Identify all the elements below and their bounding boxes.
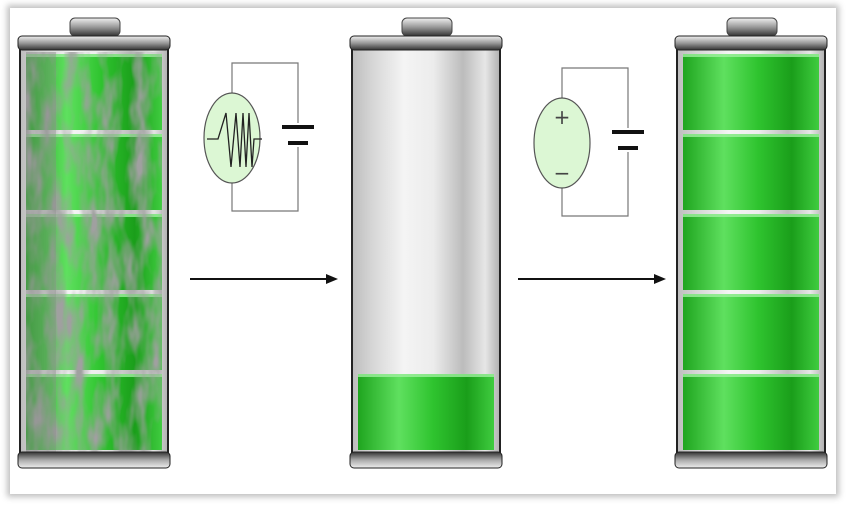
battery-top-cap <box>17 35 171 51</box>
charge-segment <box>683 294 819 370</box>
source-symbol <box>533 97 591 189</box>
battery-degraded <box>17 17 171 469</box>
source-symbol <box>203 92 261 184</box>
segment-highlight <box>683 54 819 57</box>
wire <box>561 67 629 128</box>
segment-highlight <box>358 374 494 377</box>
pulse-waveform-icon <box>207 112 262 168</box>
circuit-pulse-source <box>203 62 314 212</box>
battery-terminal <box>401 17 453 37</box>
circuit-dc-source: +− <box>533 67 644 217</box>
battery-bottom-cap <box>17 451 171 469</box>
arrow-recharge <box>518 274 666 284</box>
battery-restored <box>674 17 828 469</box>
battery-top-cap <box>674 35 828 51</box>
segment-highlight <box>683 374 819 377</box>
wire <box>231 147 299 212</box>
charge-segment <box>683 214 819 290</box>
wire <box>231 62 299 123</box>
charge-segment <box>358 374 494 450</box>
charge-segment <box>683 54 819 130</box>
segment-highlight <box>683 214 819 217</box>
plus-sign: + <box>554 105 571 129</box>
charge-segment <box>683 134 819 210</box>
minus-sign: − <box>554 161 571 185</box>
wire <box>561 152 629 217</box>
arrow-discharge <box>190 274 338 284</box>
segment-highlight <box>683 294 819 297</box>
battery-discharged <box>349 17 503 469</box>
battery-bottom-cap <box>674 451 828 469</box>
charge-segment <box>683 374 819 450</box>
battery-terminal <box>69 17 121 37</box>
battery-bottom-cap <box>349 451 503 469</box>
corrosion-overlay <box>26 52 162 452</box>
battery-top-cap <box>349 35 503 51</box>
battery-terminal <box>726 17 778 37</box>
segment-highlight <box>683 134 819 137</box>
